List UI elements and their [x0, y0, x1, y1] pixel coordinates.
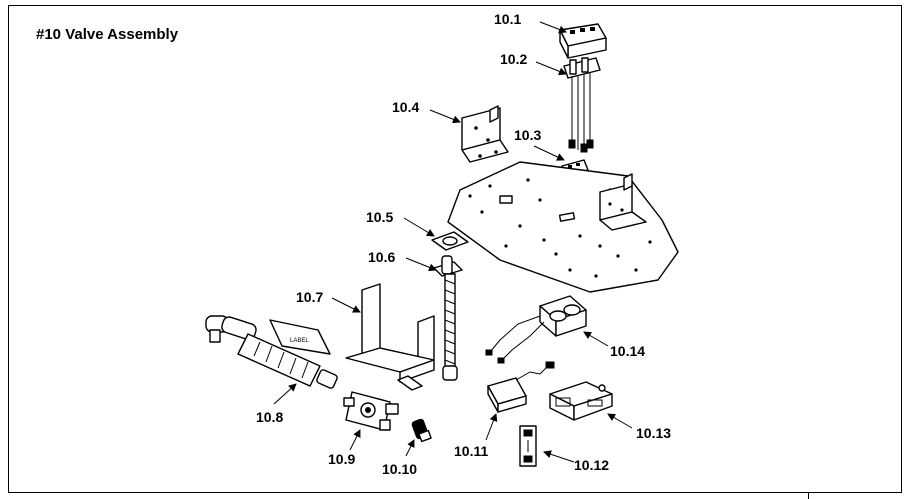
part-10-8-valve-body: LABEL — [205, 315, 338, 389]
label-10-5: 10.5 — [366, 209, 393, 225]
part-10-13-control-board — [549, 381, 613, 421]
label-10-3: 10.3 — [514, 127, 541, 143]
part-10-7-stand — [345, 283, 435, 391]
label-10-4: 10.4 — [392, 99, 419, 115]
part-10-14-battery-holder — [485, 295, 587, 364]
label-10-14: 10.14 — [610, 343, 645, 359]
corner-tab — [808, 492, 902, 499]
label-10-13: 10.13 — [636, 425, 671, 441]
diagram-frame — [8, 5, 902, 493]
label-10-6: 10.6 — [368, 249, 395, 265]
diagram-title: #10 Valve Assembly — [36, 26, 179, 43]
svg-text:LABEL: LABEL — [290, 338, 309, 344]
part-10-2-electrode — [563, 57, 601, 153]
part-10-6-pilot-tube — [433, 255, 463, 381]
leader-lines — [273, 21, 633, 463]
part-10-12-relay — [519, 425, 537, 467]
part-mounting-plate — [447, 161, 679, 293]
label-10-1: 10.1 — [494, 11, 521, 27]
label-10-10: 10.10 — [382, 461, 417, 477]
label-10-7: 10.7 — [296, 289, 323, 305]
part-10-10-fitting — [411, 418, 432, 443]
part-10-11-transformer — [487, 361, 555, 413]
label-10-9: 10.9 — [328, 451, 355, 467]
part-10-5-gasket — [431, 231, 469, 251]
label-10-11: 10.11 — [454, 443, 488, 459]
part-10-1-housing — [559, 23, 607, 59]
part-labels: 10.1 10.2 10.3 10.4 10.5 10.6 10.7 10.8 … — [256, 11, 671, 477]
part-10-9-manifold — [343, 391, 399, 431]
label-10-12: 10.12 — [574, 457, 609, 473]
label-10-8: 10.8 — [256, 409, 283, 425]
label-10-2: 10.2 — [500, 51, 527, 67]
part-10-4-bracket — [461, 105, 509, 163]
